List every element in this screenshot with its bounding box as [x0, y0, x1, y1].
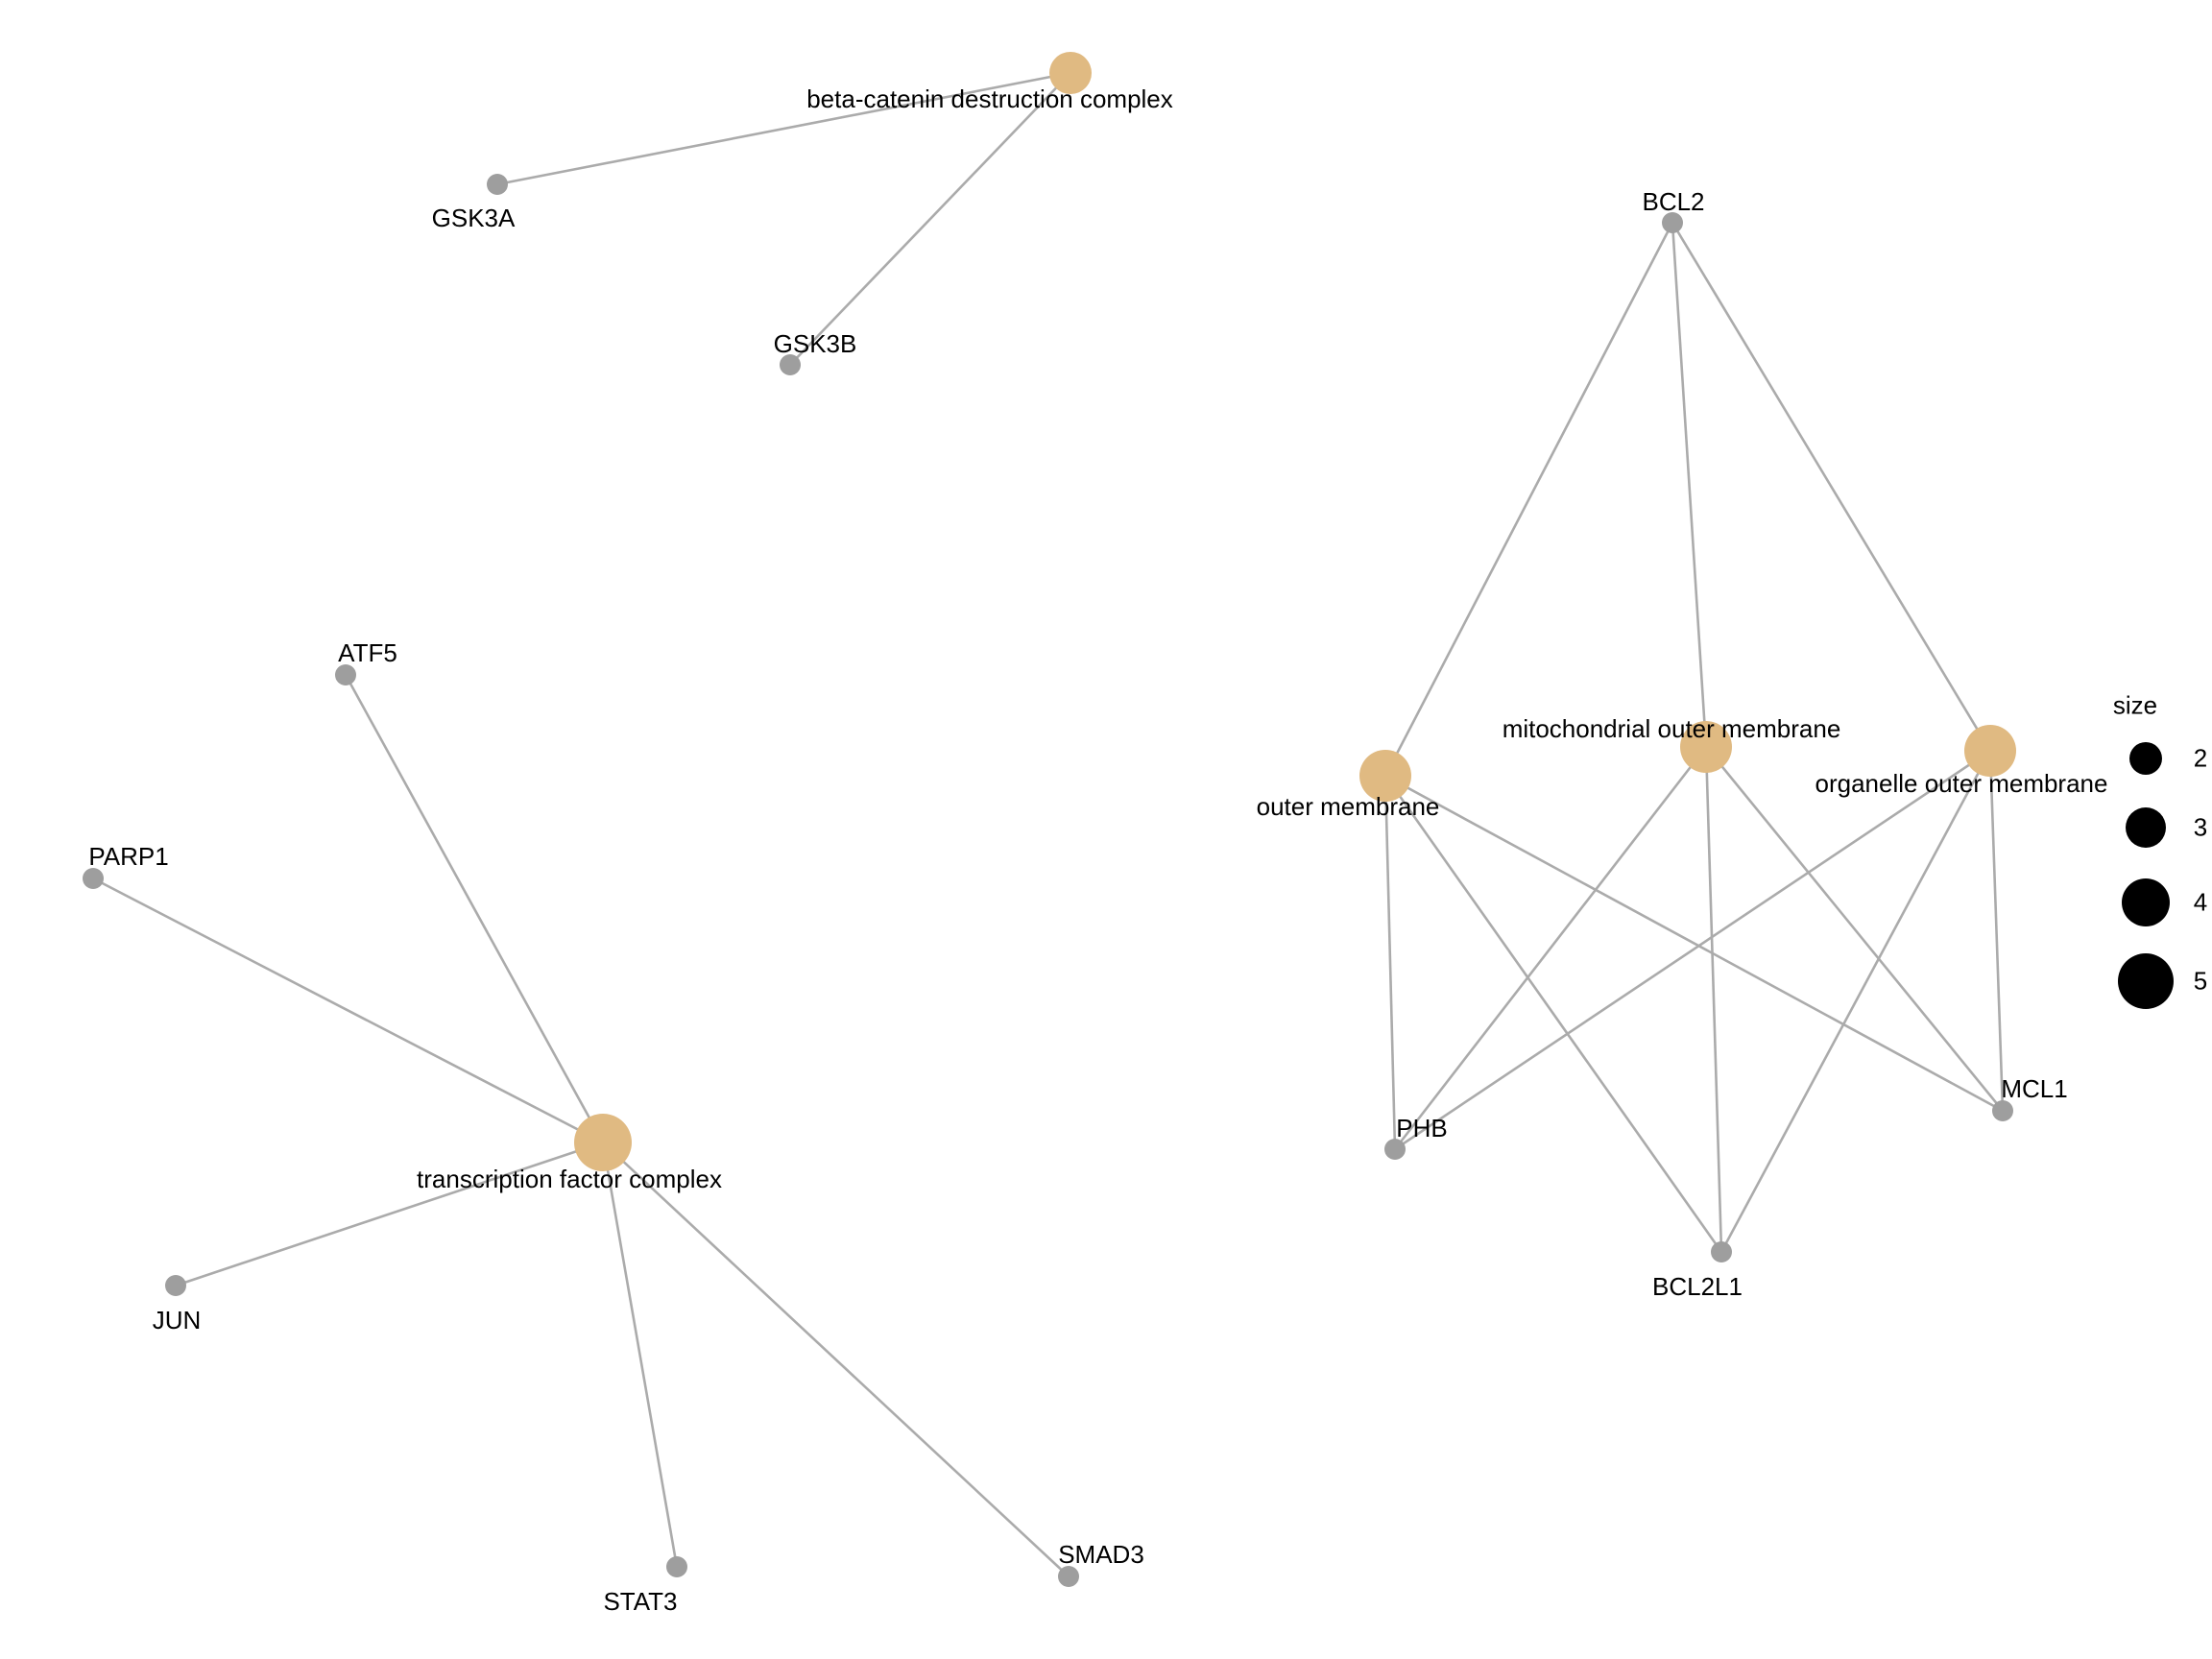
- node-layer: [83, 52, 2016, 1587]
- legend-size-value: 2: [2193, 743, 2208, 773]
- network-edge: [495, 71, 1072, 186]
- network-edge: [1704, 745, 2005, 1113]
- legend-title: size: [2112, 690, 2158, 720]
- edge-layer: [91, 71, 2005, 1578]
- network-edge: [344, 673, 605, 1144]
- gene-node[interactable]: [1992, 1100, 2013, 1121]
- gene-node[interactable]: [335, 664, 356, 685]
- legend-size-swatch: [2118, 953, 2174, 1009]
- network-edge: [1671, 221, 1992, 753]
- gene-node[interactable]: [165, 1275, 186, 1296]
- gene-node[interactable]: [487, 174, 508, 195]
- network-edge: [788, 71, 1072, 367]
- network-edge: [1393, 745, 1708, 1151]
- gene-node[interactable]: [1711, 1241, 1732, 1262]
- network-edge: [1383, 221, 1674, 778]
- network-edge: [601, 1141, 1070, 1578]
- network-edge: [1383, 774, 1397, 1151]
- network-edge: [91, 877, 605, 1144]
- network-edge: [1719, 749, 1992, 1254]
- network-edge: [1988, 749, 2005, 1113]
- term-node[interactable]: [1964, 725, 2016, 777]
- network-edge: [1383, 774, 1723, 1254]
- network-edge: [1393, 749, 1992, 1151]
- legend-size-value: 3: [2193, 812, 2208, 842]
- term-node[interactable]: [1359, 750, 1411, 802]
- term-node[interactable]: [574, 1114, 632, 1171]
- gene-node[interactable]: [780, 354, 801, 375]
- legend-size-swatch: [2122, 878, 2170, 926]
- network-edge: [1383, 774, 2005, 1113]
- network-edge: [174, 1141, 605, 1287]
- legend-size-swatch: [2129, 742, 2162, 775]
- legend-swatch-layer: [2118, 742, 2174, 1009]
- legend-size-swatch: [2126, 807, 2166, 848]
- gene-node[interactable]: [1384, 1139, 1406, 1160]
- gene-node[interactable]: [1058, 1566, 1079, 1587]
- legend-size-value: 4: [2193, 887, 2208, 917]
- gene-node[interactable]: [666, 1556, 687, 1577]
- legend-size-value: 5: [2193, 966, 2208, 996]
- network-edge: [601, 1141, 679, 1569]
- term-node[interactable]: [1680, 721, 1732, 773]
- network-edge: [1704, 745, 1723, 1254]
- gene-node[interactable]: [1662, 212, 1683, 233]
- network-edge: [1671, 221, 1708, 749]
- gene-node[interactable]: [83, 868, 104, 889]
- term-node[interactable]: [1049, 52, 1092, 94]
